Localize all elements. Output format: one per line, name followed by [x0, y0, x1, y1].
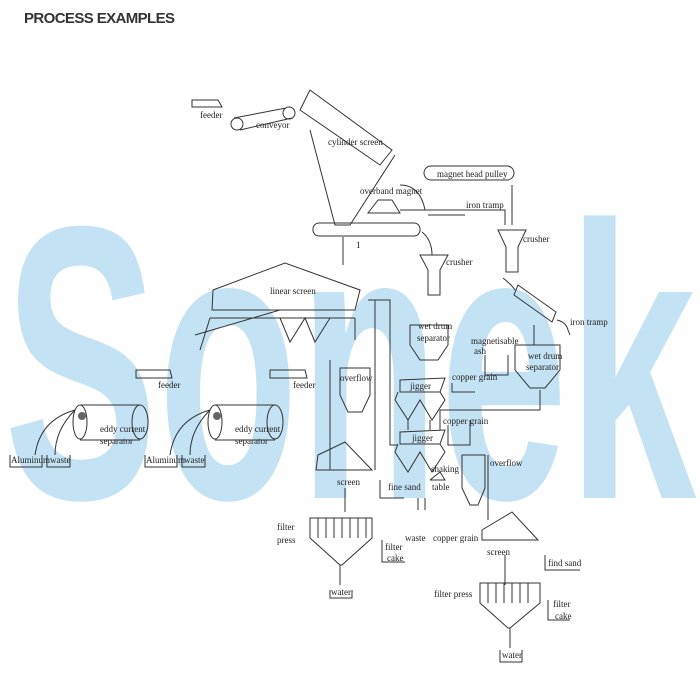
wet-drum-separator-shape — [514, 344, 561, 389]
equipment-shapes — [9, 89, 580, 663]
label-cake: cake — [555, 611, 571, 621]
label-fine-sand: fine sand — [388, 482, 421, 492]
label-separator: separator — [100, 436, 133, 446]
label-waste: waste — [184, 455, 205, 465]
label-wet-drum: wet drum — [418, 321, 452, 331]
label-linear-screen: linear screen — [270, 286, 316, 296]
feeder-shape — [191, 99, 223, 108]
screen-shape — [315, 441, 374, 471]
label-copper-grain: copper grain — [433, 533, 479, 543]
crusher-shape — [497, 229, 527, 273]
crusher-shape — [419, 254, 449, 296]
label-magnetisable: magnetisable — [471, 336, 518, 346]
label-jigger: jigger — [409, 381, 431, 391]
label-eddy-current: eddy current — [100, 424, 146, 434]
label-filter: filter — [553, 599, 571, 609]
label-water: water — [502, 650, 522, 660]
label-cylinder-screen: cylinder screen — [328, 137, 383, 147]
label-crusher: crusher — [523, 234, 550, 244]
conveyor-shape — [233, 107, 293, 131]
label-copper-grain: copper grain — [452, 372, 498, 382]
jigger-shape — [394, 429, 446, 473]
label-eddy-current: eddy current — [235, 424, 281, 434]
label-overband-magnet: overband magnet — [360, 186, 423, 196]
label-water: water — [331, 587, 351, 597]
label-iron-tramp: iron tramp — [466, 200, 504, 210]
labels: feeder conveyor cylinder screen magnet h… — [11, 110, 608, 660]
label-overflow: overflow — [340, 373, 373, 383]
page-title: PROCESS EXAMPLES — [24, 10, 175, 27]
label-separator: separator — [526, 362, 559, 372]
feeder-shape — [135, 369, 308, 379]
label-crusher: crusher — [446, 257, 473, 267]
label-cake: cake — [387, 553, 403, 563]
label-waste: waste — [405, 533, 426, 543]
cylinder-screen-shape — [299, 89, 393, 166]
label-magnet-head-pulley: magnet head pulley — [437, 169, 508, 179]
filter-press-shape — [479, 582, 541, 629]
label-copper-grain: copper grain — [443, 416, 489, 426]
label-jigger: jigger — [411, 433, 433, 443]
jigger-shape — [394, 377, 446, 421]
label-aluminum: Aluminum — [146, 455, 185, 465]
label-overflow: overflow — [490, 458, 523, 468]
label-screen: screen — [337, 477, 360, 487]
screen-shape — [481, 511, 540, 541]
label-feeder: feeder — [293, 380, 315, 390]
label-conveyor: conveyor — [256, 120, 290, 130]
label-filter: filter — [277, 522, 295, 532]
label-belt-1: 1 — [356, 240, 361, 250]
label-shaking: shaking — [431, 464, 459, 474]
label-wet-drum: wet drum — [528, 351, 562, 361]
linear-screen-shape — [211, 262, 361, 311]
label-ash: ash — [474, 346, 486, 356]
label-table: table — [432, 482, 450, 492]
label-filter-press: filter press — [434, 589, 473, 599]
label-filter: filter — [385, 542, 403, 552]
eddy-current-separator-shape — [80, 404, 140, 441]
label-find-sand: find sand — [548, 558, 582, 568]
overband-magnet-shape — [366, 199, 401, 214]
label-screen: screen — [487, 547, 510, 557]
label-separator: separator — [417, 333, 450, 343]
overflow-tank-shape — [339, 367, 371, 413]
label-separator: separator — [235, 436, 268, 446]
belt-conveyor-shape — [312, 222, 421, 237]
watermark-logo: Sonek — [4, 145, 697, 581]
label-iron-tramp: iron tramp — [570, 317, 608, 327]
label-aluminum: Aluminum — [11, 455, 50, 465]
magnet-head-pulley-shape — [423, 165, 515, 181]
wet-drum-separator-shape — [409, 324, 449, 361]
label-waste: waste — [50, 455, 71, 465]
label-feeder: feeder — [158, 380, 180, 390]
label-feeder: feeder — [200, 110, 222, 120]
filter-press-shape — [309, 517, 373, 566]
overflow-tank-shape — [461, 454, 486, 506]
label-press: press — [277, 535, 296, 545]
